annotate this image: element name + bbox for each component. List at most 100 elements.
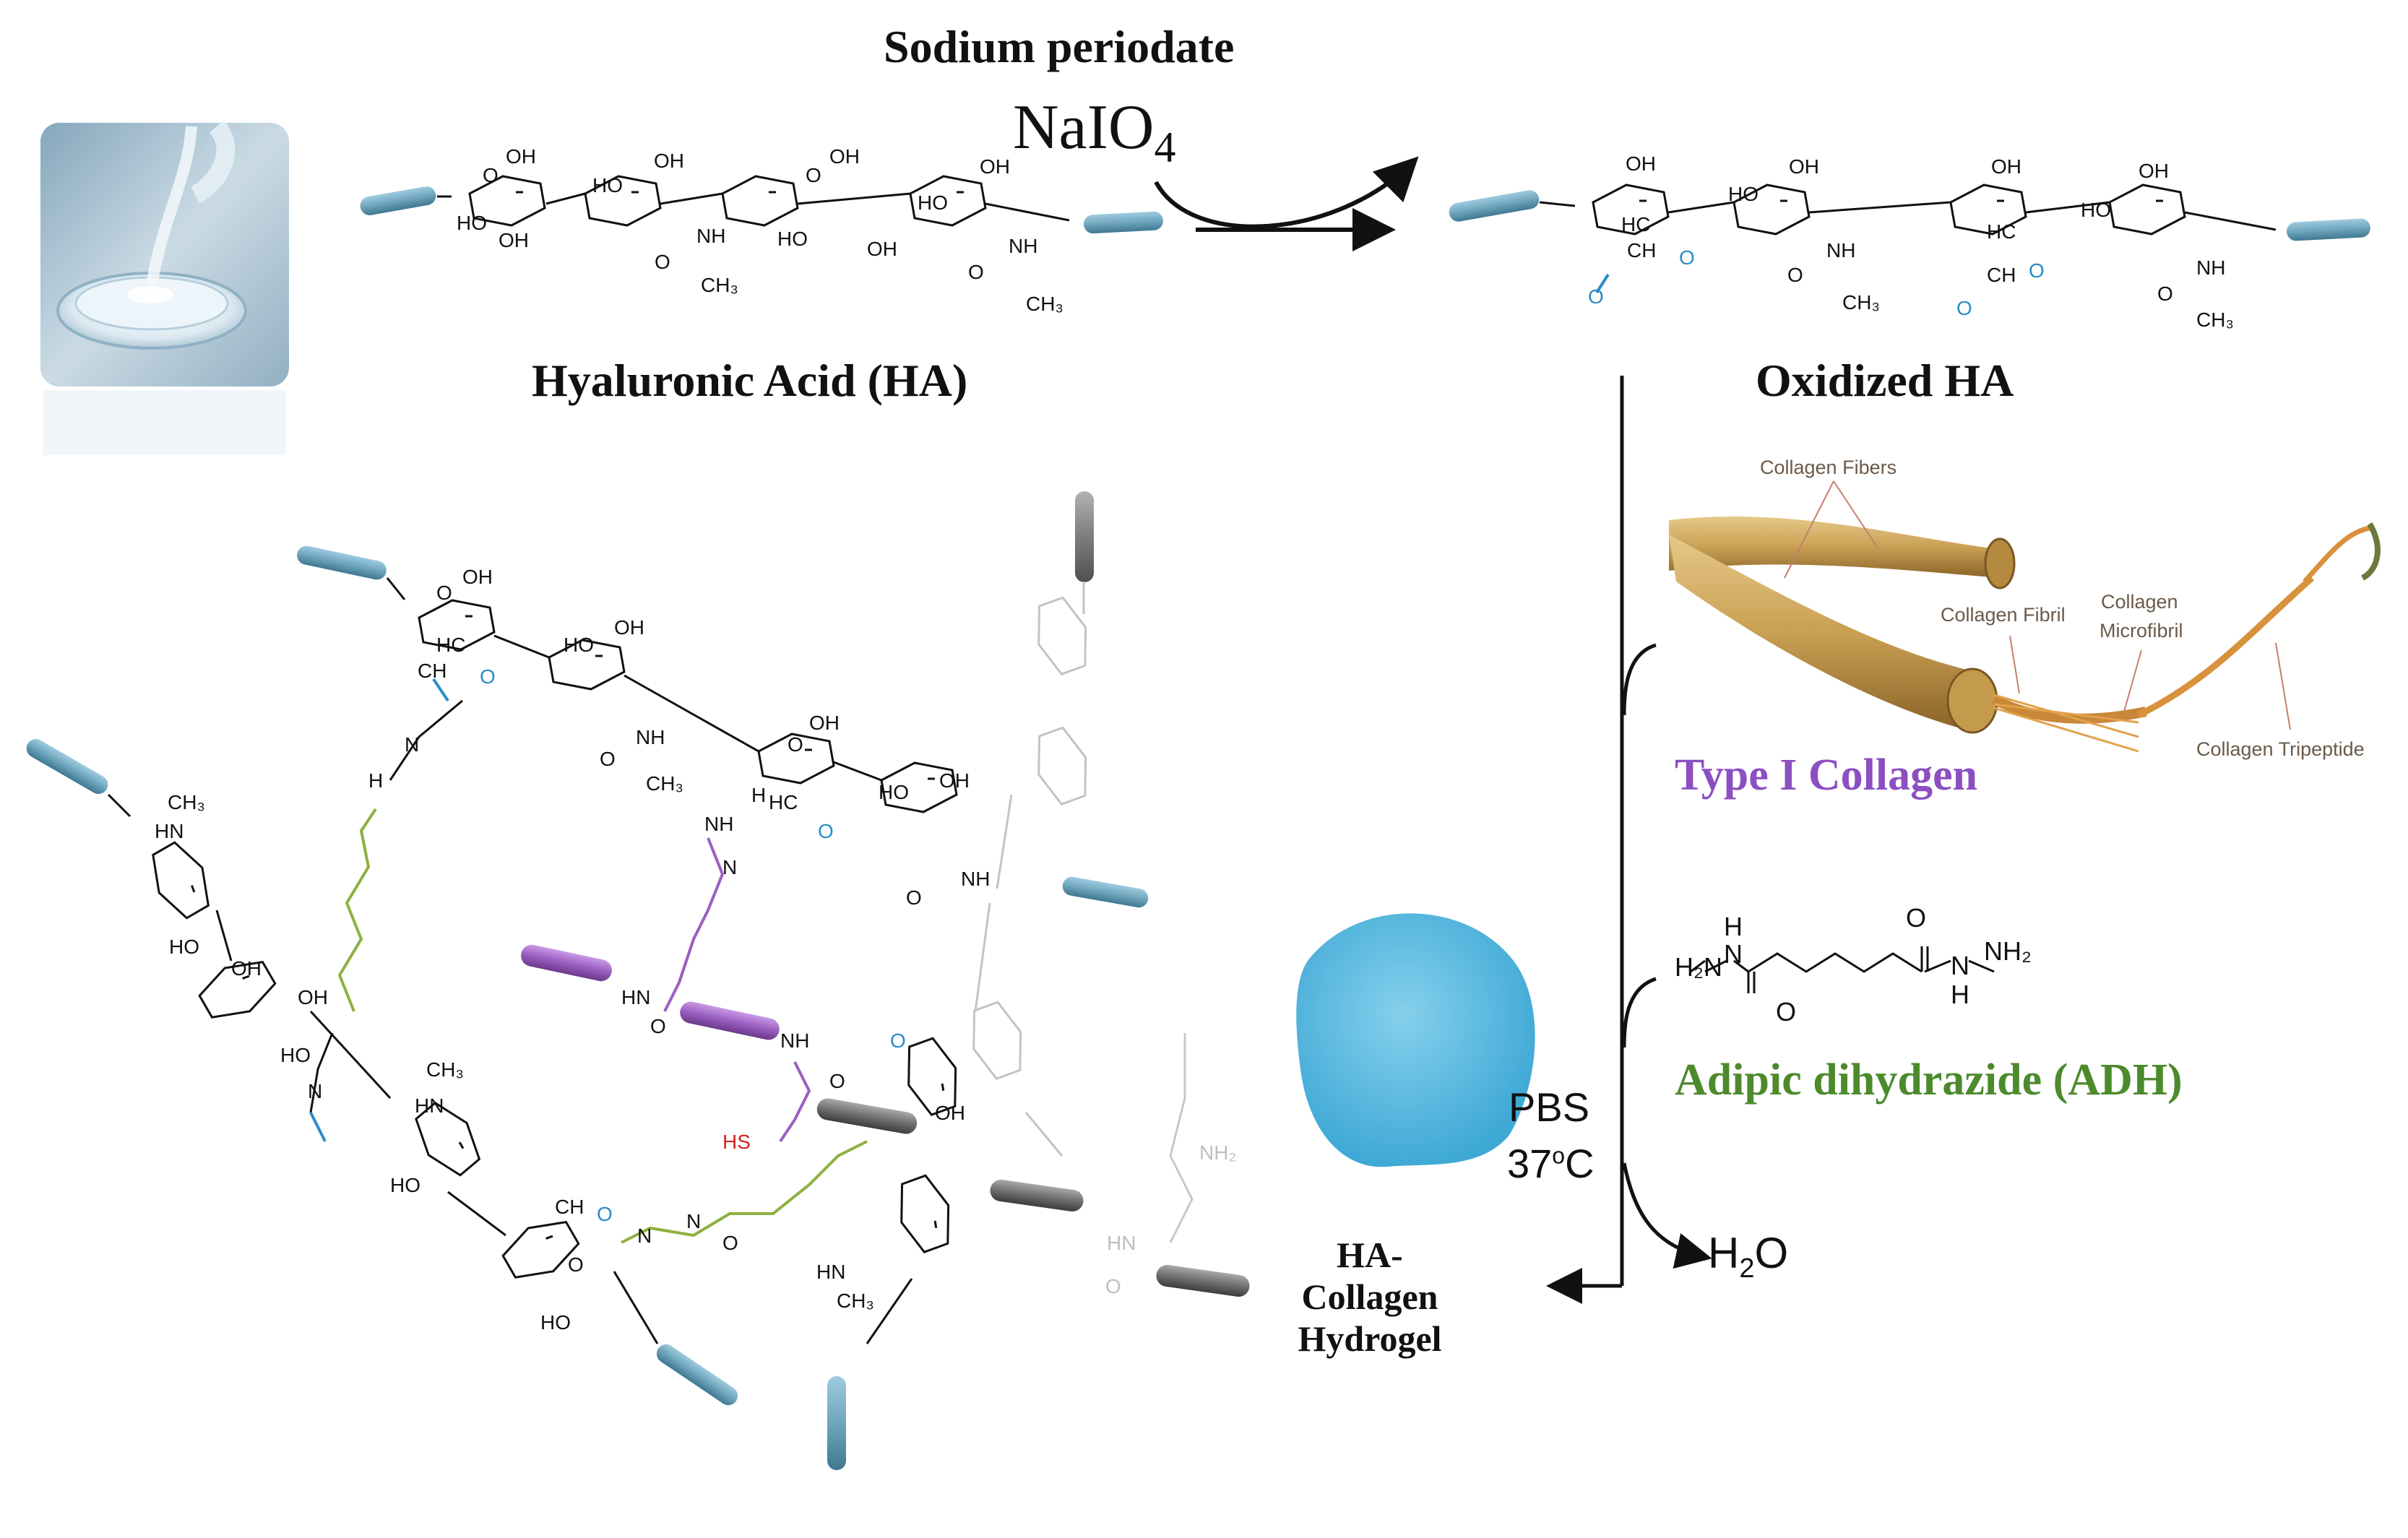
- svg-text:O: O: [2157, 282, 2173, 305]
- svg-text:HO: HO: [2081, 199, 2111, 221]
- svg-text:NH: NH: [696, 225, 725, 247]
- svg-text:O: O: [600, 748, 616, 770]
- svg-text:NH: NH: [704, 813, 733, 835]
- svg-text:OH: OH: [499, 229, 529, 251]
- svg-text:HO: HO: [169, 936, 199, 958]
- collagen-tripeptide-label: Collagen Tripeptide: [2196, 738, 2365, 760]
- svg-text:CH₃: CH₃: [646, 772, 683, 795]
- svg-text:CH₃: CH₃: [2196, 308, 2234, 331]
- svg-text:HN: HN: [1107, 1232, 1136, 1254]
- svg-text:OH: OH: [614, 616, 644, 639]
- chain-end-rod: [1084, 211, 1163, 234]
- oxidized-ha-structure: OH HC CH O O OH HO NH O CH₃ OH HC CH O O…: [1449, 152, 2370, 331]
- adh-n-right: N: [1951, 951, 1969, 980]
- adh-h-right: H: [1951, 980, 1969, 1009]
- svg-text:O: O: [906, 886, 922, 909]
- hydrogel-blob: [1296, 913, 1535, 1167]
- svg-text:HN: HN: [415, 1094, 444, 1117]
- svg-text:OH: OH: [980, 155, 1010, 178]
- svg-text:O: O: [1787, 264, 1803, 286]
- svg-text:OH: OH: [935, 1102, 965, 1124]
- svg-text:O: O: [655, 251, 670, 273]
- adh-h2n: H₂N: [1675, 952, 1722, 982]
- svg-text:O: O: [1679, 246, 1695, 269]
- collagen-illustration: [1669, 480, 2381, 753]
- svg-text:OH: OH: [462, 566, 493, 588]
- svg-text:NH: NH: [780, 1029, 809, 1052]
- byproduct-sub: 2: [1739, 1253, 1755, 1284]
- svg-text:O: O: [722, 1232, 738, 1254]
- byproduct-water: H2O: [1708, 1228, 1788, 1284]
- svg-text:HO: HO: [777, 228, 808, 250]
- ha-structure: OH O OH HO OH HO NH O CH₃ OH O OH HO OH …: [360, 145, 1163, 315]
- svg-text:O: O: [806, 164, 821, 186]
- svg-text:NH: NH: [1009, 235, 1037, 257]
- chain-end-rod: [26, 739, 108, 794]
- collagen-rod: [521, 944, 612, 982]
- svg-text:OH: OH: [654, 150, 684, 172]
- condition-temperature: 37oC: [1507, 1140, 1594, 1187]
- condition-temperature-degree: o: [1552, 1142, 1566, 1169]
- svg-text:O: O: [436, 582, 452, 604]
- reagent-formula-main: NaIO: [1013, 92, 1155, 163]
- svg-text:CH: CH: [1987, 264, 2016, 286]
- chain-end-rod: [1062, 876, 1149, 908]
- chain-end-rod: [656, 1344, 738, 1406]
- svg-text:HC: HC: [769, 791, 798, 813]
- byproduct-o: O: [1754, 1229, 1789, 1277]
- svg-text:OH: OH: [298, 986, 328, 1008]
- product-label-line-2: Collagen: [1301, 1276, 1438, 1317]
- collagen-rod: [990, 1180, 1084, 1211]
- svg-text:CH: CH: [1627, 239, 1656, 262]
- svg-text:CH₃: CH₃: [1026, 293, 1063, 315]
- svg-text:HN: HN: [816, 1261, 845, 1283]
- adh-h-left: H: [1724, 912, 1743, 941]
- svg-text:NH: NH: [961, 868, 990, 890]
- condition-temperature-value: 37: [1507, 1141, 1553, 1186]
- chain-end-rod: [360, 186, 436, 215]
- svg-text:NH: NH: [1826, 239, 1855, 262]
- svg-text:OH: OH: [829, 145, 860, 168]
- svg-text:CH₃: CH₃: [168, 791, 205, 813]
- collagen-rod: [680, 1001, 780, 1040]
- product-label: HA- Collagen Hydrogel: [1283, 1234, 1457, 1360]
- svg-text:HC: HC: [1987, 220, 2016, 243]
- oxidation-arrow: [1154, 156, 1419, 251]
- svg-text:OH: OH: [867, 238, 897, 260]
- svg-text:N: N: [405, 733, 419, 756]
- svg-text:HN: HN: [155, 820, 184, 842]
- product-label-line-3: Hydrogel: [1298, 1318, 1442, 1359]
- svg-text:OH: OH: [506, 145, 536, 168]
- svg-text:HO: HO: [390, 1174, 420, 1196]
- svg-text:CH: CH: [555, 1196, 584, 1218]
- chain-end-rod: [827, 1376, 846, 1470]
- svg-text:CH₃: CH₃: [426, 1058, 464, 1081]
- ha-label: Hyaluronic Acid (HA): [532, 355, 968, 406]
- svg-text:HN: HN: [621, 986, 650, 1008]
- reagent-formula-sub: 4: [1154, 123, 1176, 171]
- svg-text:HC: HC: [436, 634, 465, 656]
- svg-text:HO: HO: [879, 781, 909, 803]
- svg-text:O: O: [650, 1015, 666, 1037]
- svg-text:OH: OH: [1991, 155, 2021, 178]
- svg-text:H: H: [368, 769, 383, 792]
- adh-n-left: N: [1724, 939, 1743, 969]
- adh-nh2: NH₂: [1984, 936, 2032, 966]
- svg-text:O: O: [1588, 285, 1604, 308]
- svg-text:O: O: [1105, 1275, 1121, 1297]
- svg-text:O: O: [483, 164, 499, 186]
- svg-text:CH: CH: [418, 660, 446, 682]
- svg-text:NH: NH: [2196, 256, 2225, 279]
- adh-structure: [1690, 946, 1995, 993]
- svg-text:O: O: [480, 665, 496, 688]
- collagen-rod: [816, 1098, 918, 1134]
- svg-text:N: N: [686, 1210, 701, 1232]
- svg-text:OH: OH: [1626, 152, 1656, 175]
- svg-text:OH: OH: [231, 957, 262, 980]
- svg-text:O: O: [1956, 297, 1972, 319]
- svg-text:N: N: [308, 1080, 322, 1102]
- collagen-microfibril-label-1: Collagen: [2101, 591, 2178, 613]
- svg-text:HO: HO: [592, 174, 623, 196]
- svg-text:OH: OH: [2139, 160, 2169, 182]
